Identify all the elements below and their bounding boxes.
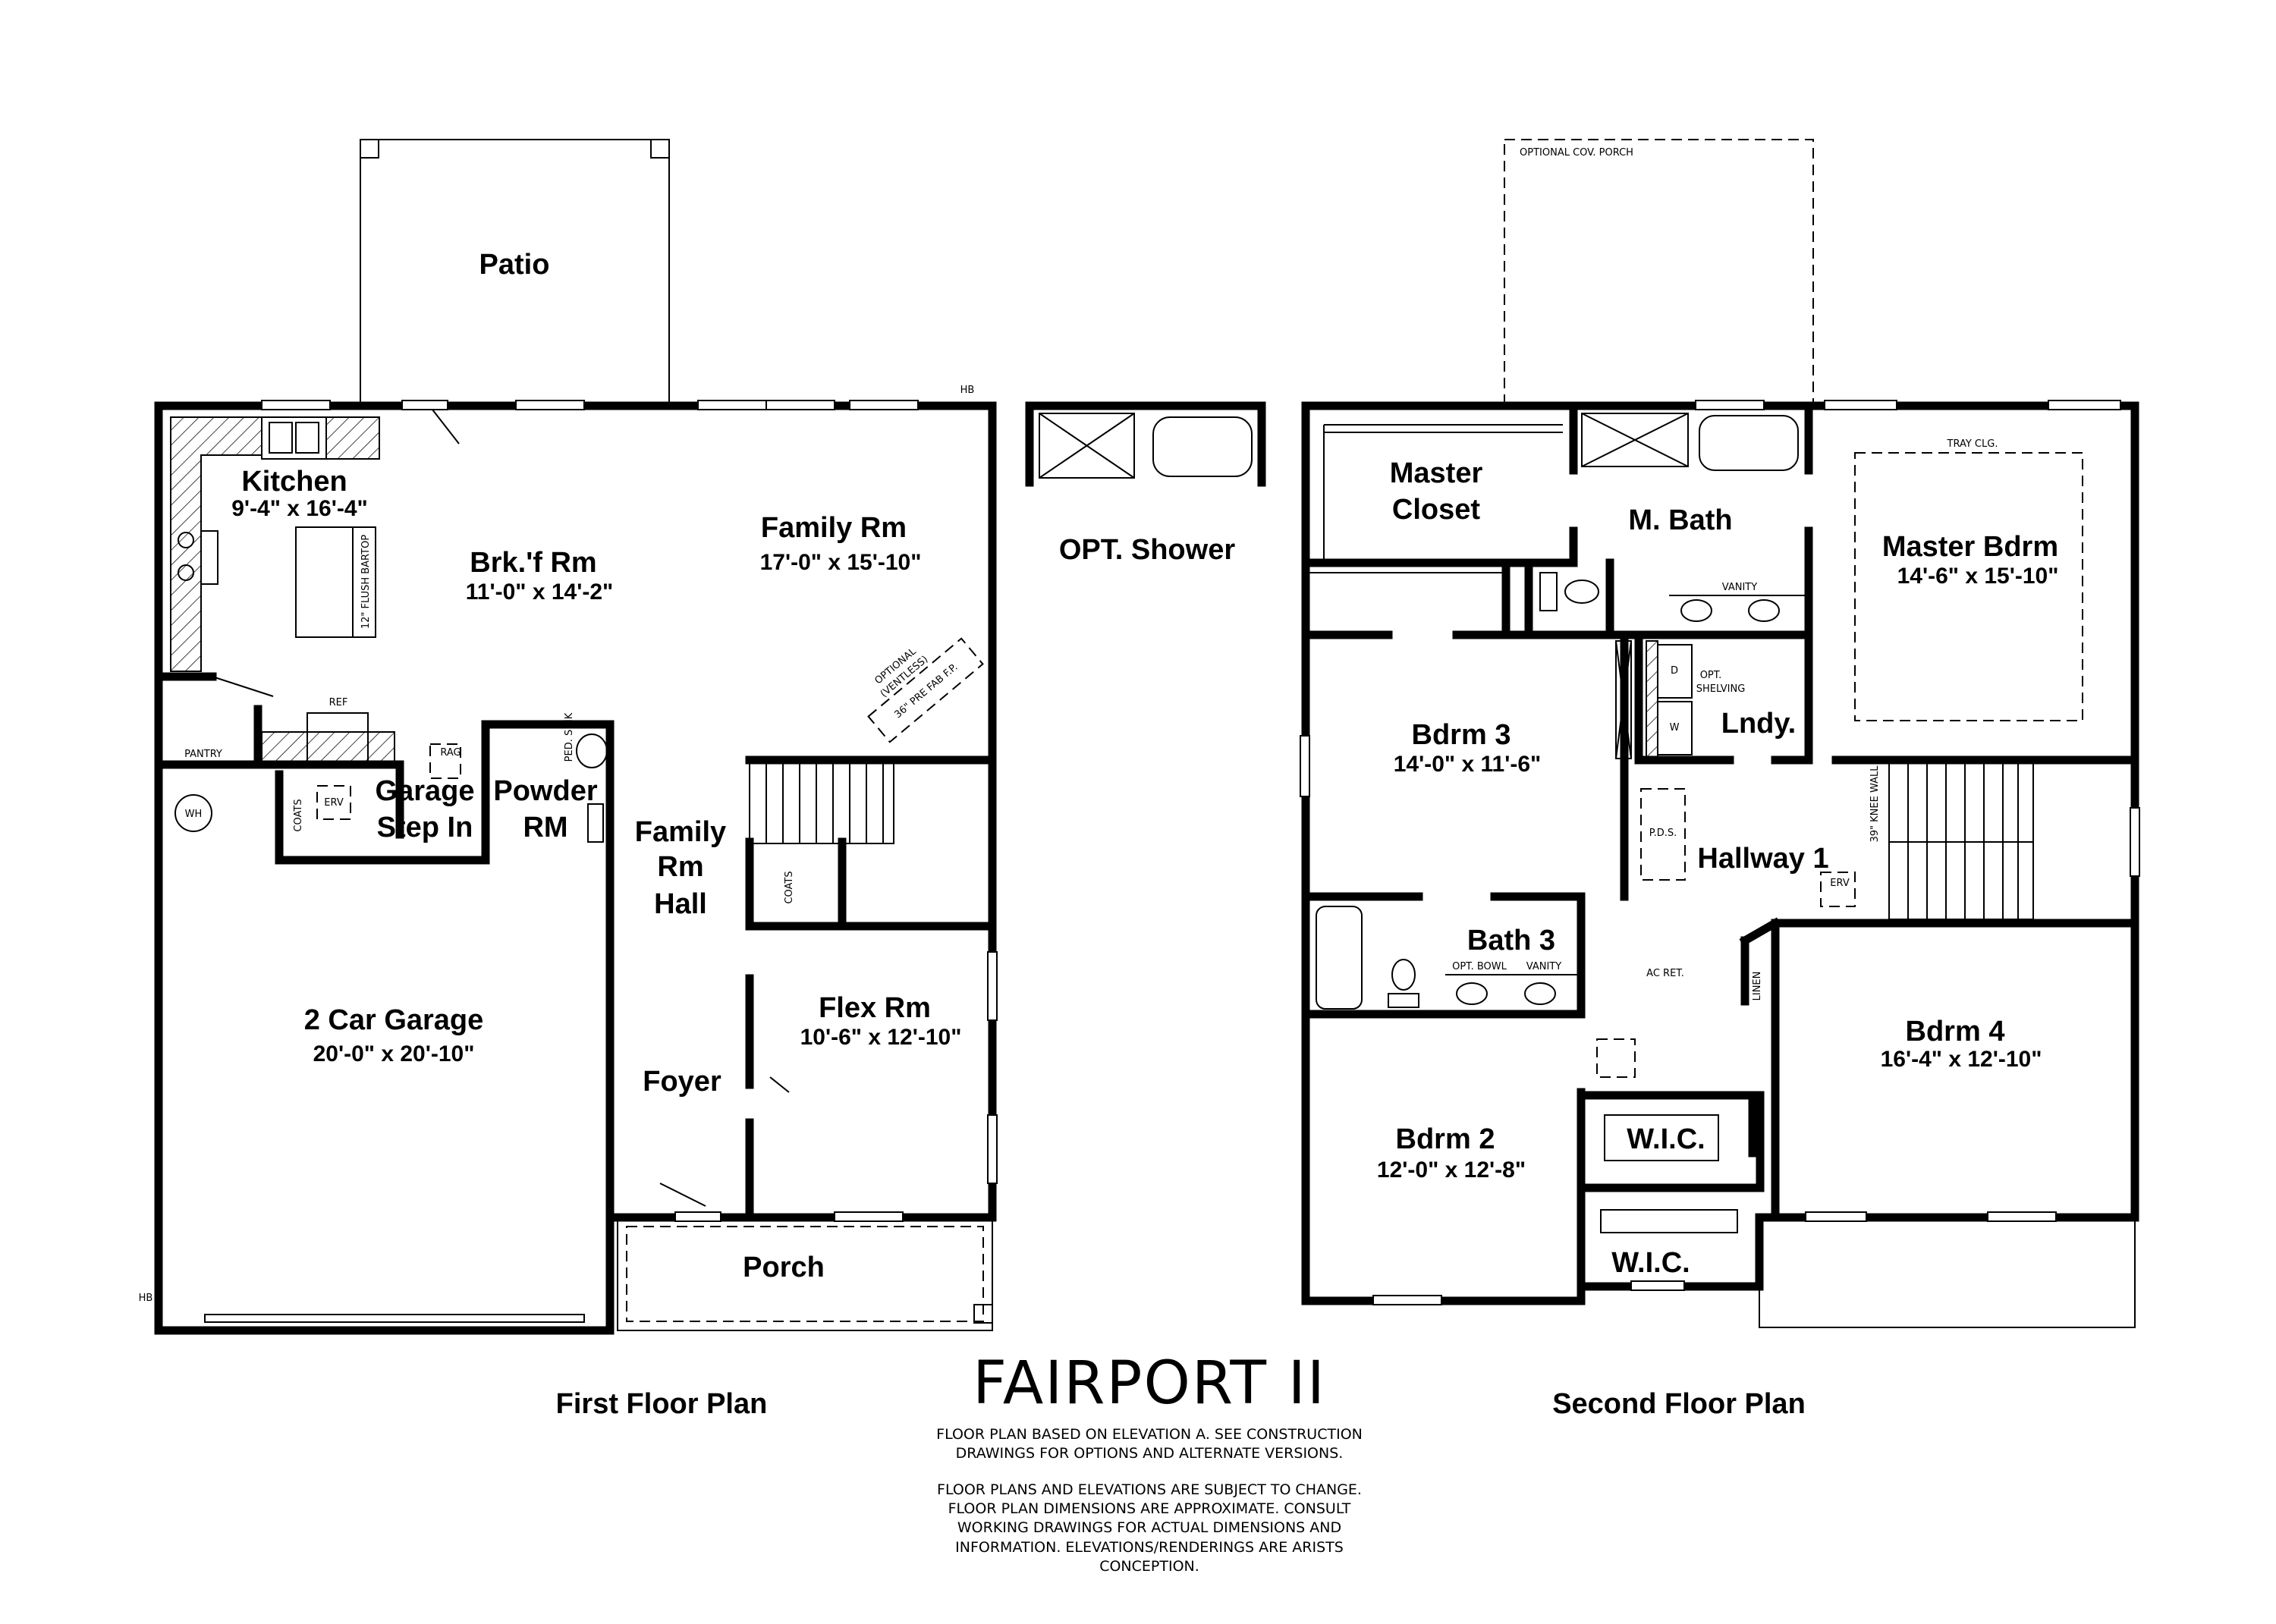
bedroom4-dimensions: 16'-4" x 12'-10" bbox=[1881, 1047, 2042, 1072]
optional-covered-porch bbox=[1504, 139, 1814, 407]
second-floor-stairs bbox=[1888, 759, 2034, 920]
breakfast-room-dimensions: 11'-0" x 14'-2" bbox=[466, 580, 614, 605]
erv-label: ERV bbox=[324, 797, 344, 809]
optional-shower-plan: OPT. Shower bbox=[1025, 401, 1266, 566]
svg-text:DRAWINGS FOR OPTIONS AND ALTER: DRAWINGS FOR OPTIONS AND ALTERNATE VERSI… bbox=[956, 1445, 1344, 1462]
master-bedroom-dimensions: 14'-6" x 15'-10" bbox=[1897, 564, 2059, 589]
patio-label: Patio bbox=[479, 249, 550, 281]
tray-ceiling bbox=[1854, 452, 2083, 721]
family-room-hall-label-2: Rm bbox=[657, 851, 703, 883]
shelving-label: SHELVING bbox=[1696, 683, 1746, 695]
opt-label: OPT. bbox=[1700, 670, 1722, 681]
tray-ceiling-label: TRAY CLG. bbox=[1947, 438, 1998, 450]
opt-bowl-label: OPT. BOWL bbox=[1452, 961, 1507, 972]
family-room-hall-label-3: Hall bbox=[654, 888, 707, 920]
family-room-dimensions: 17'-0" x 15'-10" bbox=[760, 550, 922, 575]
first-floor-stairs bbox=[749, 759, 894, 844]
erv-label-2: ERV bbox=[1830, 878, 1850, 889]
vanity3-label: VANITY bbox=[1526, 961, 1561, 972]
kitchen-dimensions: 9'-4" x 16'-4" bbox=[231, 496, 367, 521]
master-closet-label-2: Closet bbox=[1392, 494, 1480, 526]
vanity-label: VANITY bbox=[1722, 582, 1757, 593]
powder-room-label-2: RM bbox=[523, 812, 567, 843]
bedroom2-label: Bdrm 2 bbox=[1396, 1123, 1495, 1155]
svg-text:WORKING DRAWINGS FOR ACTUAL DI: WORKING DRAWINGS FOR ACTUAL DIMENSIONS A… bbox=[957, 1519, 1341, 1536]
ref-label: REF bbox=[329, 697, 348, 708]
coats-label-hall: COATS bbox=[784, 871, 795, 903]
garage-step-in-label: Garage bbox=[376, 775, 475, 807]
pantry-label: PANTRY bbox=[184, 749, 222, 760]
svg-text:INFORMATION. ELEVATIONS/RENDER: INFORMATION. ELEVATIONS/RENDERINGS ARE A… bbox=[955, 1539, 1344, 1556]
svg-text:CONCEPTION.: CONCEPTION. bbox=[1099, 1558, 1199, 1575]
second-floor-plan: OPTIONAL COV. PORCH VANITY TRAY CLG. D W… bbox=[1300, 139, 2140, 1328]
second-floor-caption: Second Floor Plan bbox=[1552, 1388, 1806, 1420]
pds-label: P.D.S. bbox=[1649, 828, 1677, 839]
knee-wall-label: 39" KNEE WALL bbox=[1869, 765, 1881, 843]
walk-in-closet-label: W.I.C. bbox=[1627, 1123, 1705, 1155]
master-bedroom-label: Master Bdrm bbox=[1882, 531, 2058, 563]
powder-room-label: Powder bbox=[493, 775, 597, 807]
water-heater-label: WH bbox=[185, 809, 203, 820]
disclaimer: FLOOR PLAN BASED ON ELEVATION A. SEE CON… bbox=[936, 1426, 1363, 1575]
bedroom3-label: Bdrm 3 bbox=[1412, 719, 1511, 751]
family-room-hall-label: Family bbox=[635, 816, 726, 848]
kitchen-island bbox=[295, 526, 376, 638]
breakfast-room-label: Brk.'f Rm bbox=[470, 547, 596, 579]
cov-porch-label: OPTIONAL COV. PORCH bbox=[1520, 147, 1633, 159]
porch-label: Porch bbox=[743, 1252, 825, 1283]
family-room-label: Family Rm bbox=[761, 512, 907, 544]
walk-in-closet-label-2: W.I.C. bbox=[1611, 1247, 1690, 1279]
bath3-label: Bath 3 bbox=[1467, 925, 1555, 956]
garage-dimensions: 20'-0" x 20'-10" bbox=[313, 1041, 475, 1066]
bartop-label: 12" FLUSH BARTOP bbox=[360, 535, 372, 629]
hallway-label: Hallway 1 bbox=[1697, 843, 1828, 875]
bedroom3-dimensions: 14'-0" x 11'-6" bbox=[1394, 752, 1542, 777]
garage-step-in-label-2: Step In bbox=[377, 812, 473, 843]
ac-return-label: AC RET. bbox=[1646, 968, 1684, 979]
hose-bib-label: HB bbox=[960, 385, 975, 396]
bedroom2-dimensions: 12'-0" x 12'-8" bbox=[1377, 1158, 1526, 1183]
washer-label: W bbox=[1670, 722, 1680, 733]
garage-label: 2 Car Garage bbox=[304, 1004, 484, 1036]
rag-label: RAG bbox=[440, 747, 461, 759]
hose-bib-label: HB bbox=[139, 1293, 153, 1304]
first-floor-caption: First Floor Plan bbox=[556, 1388, 768, 1420]
master-closet-label: Master bbox=[1390, 457, 1483, 489]
laundry-label: Lndy. bbox=[1721, 708, 1797, 740]
master-bath-label: M. Bath bbox=[1628, 504, 1732, 536]
svg-text:FLOOR PLANS AND ELEVATIONS ARE: FLOOR PLANS AND ELEVATIONS ARE SUBJECT T… bbox=[937, 1481, 1362, 1498]
plan-title: FAIRPORT II bbox=[973, 1349, 1326, 1418]
dryer-label: D bbox=[1671, 665, 1678, 677]
ped-sink-label: PED. SINK bbox=[564, 712, 575, 762]
opt-shower-label: OPT. Shower bbox=[1059, 534, 1235, 566]
svg-text:FLOOR PLAN DIMENSIONS ARE APPR: FLOOR PLAN DIMENSIONS ARE APPROXIMATE. C… bbox=[948, 1500, 1351, 1517]
kitchen-label: Kitchen bbox=[241, 466, 347, 498]
foyer-label: Foyer bbox=[643, 1066, 721, 1098]
linen-label: LINEN bbox=[1752, 972, 1763, 1001]
flex-room-dimensions: 10'-6" x 12'-10" bbox=[800, 1025, 962, 1050]
svg-text:FLOOR PLAN BASED ON ELEVATION: FLOOR PLAN BASED ON ELEVATION A. SEE CON… bbox=[936, 1426, 1363, 1443]
coats-label: COATS bbox=[293, 799, 304, 831]
bedroom4-label: Bdrm 4 bbox=[1906, 1016, 2005, 1048]
flex-room-label: Flex Rm bbox=[819, 992, 931, 1024]
